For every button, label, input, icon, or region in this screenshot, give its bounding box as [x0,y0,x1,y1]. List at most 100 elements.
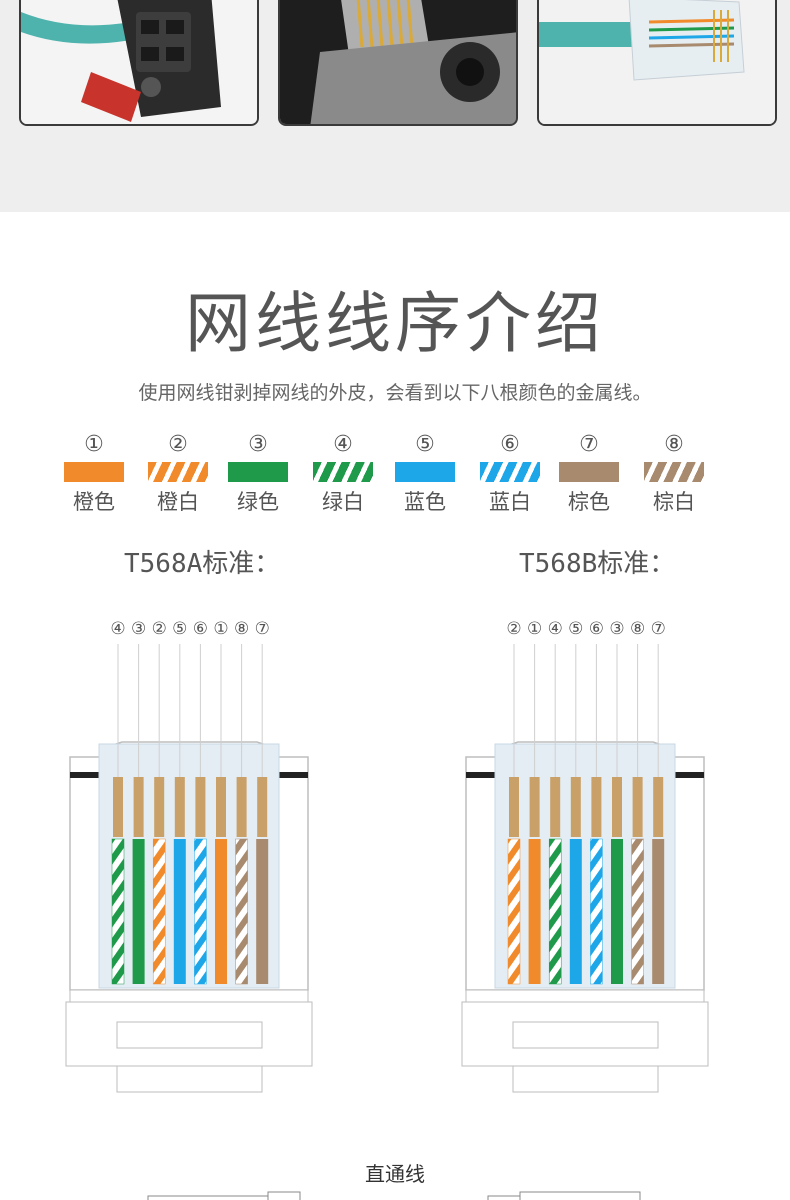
legend-color-name: 蓝色 [404,490,446,514]
legend-item: ⑧ 棕白 [634,430,714,516]
t568a-title: T568A标准： [124,549,281,579]
gold-contact-pin [632,777,643,837]
gold-contact-pin [195,777,206,837]
gold-contact-pin [154,777,165,837]
gold-contact-pin [550,777,561,837]
legend-color-swatch [395,462,455,482]
rj45-connector-photo [537,0,777,126]
legend-item: ④ 绿白 [303,430,383,516]
legend-item: ① 橙色 [54,430,134,516]
wire-conductor [173,839,186,984]
gold-contact-pin [216,777,226,837]
pin-number-label: ① [527,619,542,639]
wire-conductor [194,838,207,985]
legend-number: ② [168,432,188,457]
legend-item: ② 橙白 [138,430,218,516]
legend-color-swatch [559,462,619,482]
legend-color-swatch [64,462,124,482]
wire-conductor [235,838,248,985]
gold-contact-pin [113,777,123,837]
pin-number-label: ① [213,619,228,639]
legend-color-name: 棕白 [653,490,695,514]
pin-number-label: ② [152,619,167,639]
gold-contact-pin [133,777,144,837]
legend-color-name: 绿白 [322,490,364,514]
gold-contact-pin [236,777,247,837]
pin-number-label: ⑤ [172,619,187,639]
pin-number-label: ⑥ [589,619,604,639]
gold-contact-pin [653,777,664,837]
plug-base-rim [465,989,705,1003]
wire-conductor [528,839,541,984]
rj45-crimping-photo [278,0,518,126]
wire-conductor [507,838,521,985]
plug-base-rim [69,989,309,1003]
legend-item: ⑦ 棕色 [549,430,629,516]
wire-conductor [590,838,603,985]
wire-conductor [132,839,145,984]
legend-color-name: 绿色 [237,490,279,514]
gold-contact-pin [174,777,185,837]
legend-number: ⑦ [579,432,599,457]
legend-color-name: 橙白 [157,490,199,514]
legend-number: ⑥ [500,432,520,457]
plug-cable-stub [512,1065,659,1093]
pin-number-label: ⑦ [651,619,666,639]
straight-cable-preview [147,1191,641,1200]
pin-number-label: ⑤ [568,619,583,639]
plug-clear-housing [494,743,676,989]
legend-color-name: 棕色 [568,490,610,514]
gold-contact-pin [529,777,540,837]
pin-number-label: ⑧ [630,619,645,639]
gold-contact-pin [509,777,519,837]
wire-conductor [152,838,166,985]
wire-conductor [548,838,562,985]
plug-boot-slot [512,1021,659,1049]
legend-color-swatch [228,462,288,482]
legend-color-swatch [148,462,208,482]
page-title: 网线线序介绍 [185,285,605,362]
gold-contact-pin [257,777,268,837]
wire-conductor [611,839,623,984]
pin-number-label: ⑥ [193,619,208,639]
legend-item: ③ 绿色 [218,430,298,516]
product-photo-strip [0,0,790,212]
wire-conductor [256,839,269,984]
wire-conductor [111,838,125,985]
wire-conductor [652,839,665,984]
pin-number-label: ④ [548,619,563,639]
legend-number: ③ [248,432,268,457]
legend-color-swatch [480,462,540,482]
plug-clear-housing [98,743,280,989]
legend-number: ① [84,432,104,457]
straight-cable-label: 直通线 [365,1162,425,1186]
pin-number-label: ⑧ [234,619,249,639]
gold-contact-pin [591,777,602,837]
legend-item: ⑤ 蓝色 [385,430,465,516]
legend-number: ⑤ [415,432,435,457]
pin-number-label: ③ [609,619,624,639]
crimper-tool-photo [19,0,259,126]
legend-number: ④ [333,432,353,457]
plug-boot-slot [116,1021,263,1049]
gold-contact-pin [570,777,581,837]
pin-number-label: ④ [110,619,125,639]
wire-conductor [631,838,644,985]
legend-color-swatch [644,462,704,482]
gold-contact-pin [612,777,622,837]
legend-item: ⑥ 蓝白 [470,430,550,516]
legend-color-name: 橙色 [73,490,115,514]
pin-number-label: ② [506,619,521,639]
legend-number: ⑧ [664,432,684,457]
wire-conductor [569,839,582,984]
wire-conductor [215,839,227,984]
t568b-title: T568B标准： [519,549,676,579]
page-subtitle: 使用网线钳剥掉网线的外皮，会看到以下八根颜色的金属线。 [138,382,652,404]
legend-color-swatch [313,462,373,482]
plug-cable-stub [116,1065,263,1093]
legend-color-name: 蓝白 [489,490,531,514]
pin-number-label: ⑦ [255,619,270,639]
pin-number-label: ③ [131,619,146,639]
